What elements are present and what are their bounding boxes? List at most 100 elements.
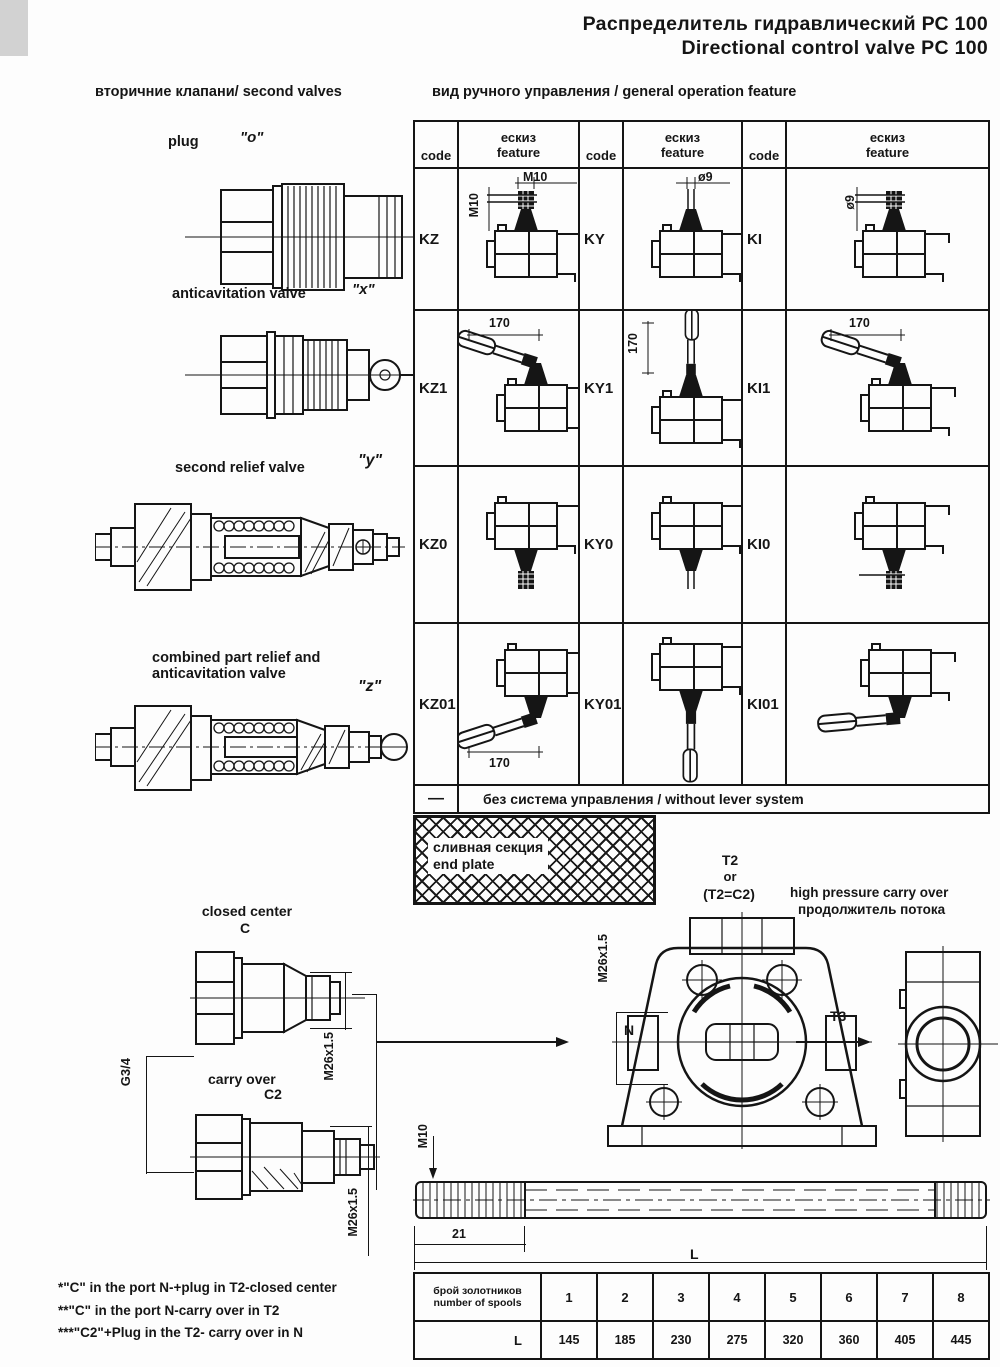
length-value: 360: [820, 1320, 876, 1358]
no-lever-text: без система управления / without lever s…: [457, 784, 988, 812]
sketch-ky0: [622, 465, 741, 622]
anticavitation-drawing: [185, 331, 415, 419]
carry-over-thread-right: M26x1.5: [346, 1188, 360, 1237]
spool-header-en: number of spools: [433, 1297, 522, 1309]
scan-artifact: [0, 0, 28, 56]
code-kz: KZ: [415, 167, 457, 309]
spool-count: 3: [652, 1274, 708, 1320]
spool-count: 6: [820, 1274, 876, 1320]
tie-rod-drawing: [413, 1181, 990, 1219]
closed-center-drawing: [190, 951, 365, 1045]
section-header-operation: вид ручного управления / general operati…: [432, 84, 797, 100]
dim-ext-line: [414, 1226, 415, 1270]
code-ky: KZ1KY: [578, 167, 622, 309]
spool-count: 5: [764, 1274, 820, 1320]
dim-ext-line: [616, 1012, 668, 1013]
sketch-kz: M10 M10: [457, 167, 578, 309]
spool-count: 8: [932, 1274, 988, 1320]
length-value: 320: [764, 1320, 820, 1358]
flange-thread-label: M26x1.5: [596, 934, 610, 983]
connector-line: [376, 994, 377, 1190]
sketch-ki01: [785, 622, 988, 784]
sketch-ru: ескиз: [869, 129, 906, 145]
or-label: or: [723, 869, 737, 884]
dim-line: [368, 1126, 369, 1256]
code-kz0: KZ0: [415, 465, 457, 622]
operation-feature-table: code ескиз feature code ескиз feature co…: [413, 120, 990, 814]
dim-o9-top: ø9: [698, 170, 713, 184]
dim-170-side: 170: [626, 333, 640, 354]
t2-label: T2: [721, 852, 739, 868]
spool-count: 4: [708, 1274, 764, 1320]
combined-label-line2: anticavitation valve: [152, 666, 286, 682]
dim-m10-side: M10: [467, 193, 481, 218]
sketch-ru: ескиз: [500, 129, 537, 145]
code-ki: KI: [741, 167, 785, 309]
end-plate-front-view: [607, 912, 877, 1149]
end-plate-label: сливная секция end plate: [428, 838, 549, 874]
plug-label: plug: [168, 134, 199, 150]
sketch-ki1: 170: [785, 309, 988, 465]
end-plate-ru: сливная секция: [433, 839, 544, 855]
code-ky0: KY0: [578, 465, 622, 622]
col-header-code-1: code: [420, 148, 452, 163]
code-ky1: KY1: [578, 309, 622, 465]
dim-170: 170: [849, 316, 870, 330]
code-ki01: KI01: [741, 622, 785, 784]
carry-over-label: carry over: [208, 1071, 276, 1087]
dim-ext-line: [146, 1172, 194, 1173]
sketch-ky: ø9: [622, 167, 741, 309]
dim-ext-line: [986, 1226, 987, 1270]
flow-arrow-line: [377, 1041, 557, 1043]
sketch-en: feature: [496, 144, 541, 160]
code-ky01: KY01: [578, 622, 622, 784]
sketch-kz1: 170: [457, 309, 578, 465]
end-plate-side-view: [898, 946, 998, 1142]
dim-21-label: 21: [452, 1227, 466, 1241]
dim-170: 170: [489, 316, 510, 330]
closed-center-code: C: [240, 920, 251, 936]
footnote-3: ***"C2"+Plug in the T2- carry over in N: [58, 1325, 303, 1340]
t2-equals-c2-label: (T2=C2): [703, 886, 755, 902]
dim-o9-side: ø9: [843, 195, 857, 210]
leader-line: [433, 1136, 434, 1172]
length-value: 275: [708, 1320, 764, 1358]
spool-count: 2: [596, 1274, 652, 1320]
sketch-en: feature: [660, 144, 705, 160]
plug-drawing: [185, 183, 415, 291]
code-no-lever: —: [415, 784, 457, 812]
footnote-1: *"C" in the port N-+plug in T2-closed ce…: [58, 1280, 337, 1295]
dim-m10-top: M10: [523, 170, 548, 184]
carry-over-code: C2: [264, 1086, 282, 1102]
section-header-second-valves: вторичние клапани/ second valves: [95, 84, 342, 100]
t3-arrow-line: [796, 1041, 862, 1043]
col-header-sketch-2: ескиз feature: [622, 122, 741, 167]
t3-arrow-head: [858, 1037, 871, 1047]
combined-code: "z": [358, 678, 382, 695]
second-relief-drawing: [95, 503, 405, 591]
second-relief-code: "y": [358, 452, 383, 469]
sketch-kz01: 170: [457, 622, 578, 784]
spool-count: 7: [876, 1274, 932, 1320]
col-header-code-2: code: [578, 122, 622, 167]
col-header-code-3: code: [741, 122, 785, 167]
sketch-ru: ескиз: [664, 129, 701, 145]
end-plate-box: сливная секция end plate: [413, 815, 656, 905]
sketch-ky1: 170: [622, 309, 741, 465]
leader-arrow: [429, 1168, 437, 1179]
length-value: 405: [876, 1320, 932, 1358]
title-ru: Распределитель гидравлический РС 100: [582, 13, 988, 35]
sketch-ki: ø9: [785, 167, 988, 309]
sketch-ki0: [785, 465, 988, 622]
spool-length-table: брой золотников number of spools 1 2 3 4…: [413, 1272, 990, 1360]
dim-L-label: L: [684, 1246, 705, 1262]
second-relief-label: second relief valve: [175, 460, 305, 476]
carry-over-drawing: [190, 1114, 380, 1200]
code-ki1: KI1: [741, 309, 785, 465]
footnote-2: **"C" in the port N-carry over in T2: [58, 1302, 280, 1318]
dim-n-label: N: [624, 1022, 635, 1038]
closed-center-thread: M26x1.5: [322, 1032, 336, 1081]
col-header-sketch-3: ескиз feature: [785, 122, 988, 167]
col-header-sketch-1: ескиз feature: [457, 122, 578, 167]
